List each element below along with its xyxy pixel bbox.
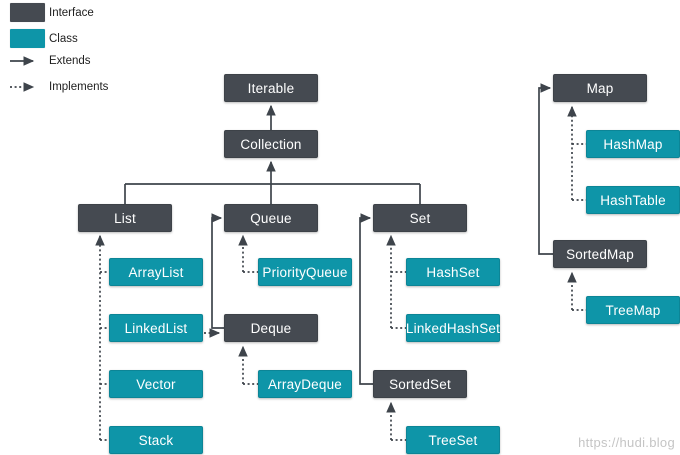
node-queue: Queue bbox=[224, 204, 318, 232]
node-list: List bbox=[78, 204, 172, 232]
node-collection: Collection bbox=[224, 130, 318, 158]
legend-implements-label: Implements bbox=[49, 81, 109, 93]
node-deque: Deque bbox=[224, 314, 318, 342]
node-treeset: TreeSet bbox=[406, 426, 500, 454]
node-arraylist: ArrayList bbox=[109, 258, 203, 286]
node-stack: Stack bbox=[109, 426, 203, 454]
legend-class-label: Class bbox=[49, 33, 78, 45]
node-vector: Vector bbox=[109, 370, 203, 398]
edge-sortedmap-extends-map bbox=[538, 83, 553, 255]
legend-class-swatch bbox=[10, 29, 45, 48]
watermark: https://hudi.blog bbox=[578, 435, 675, 450]
node-arraydeque: ArrayDeque bbox=[258, 370, 352, 398]
node-hashtable: HashTable bbox=[586, 186, 680, 214]
node-hashmap: HashMap bbox=[586, 130, 680, 158]
legend-extends-label: Extends bbox=[49, 55, 91, 67]
edge-deque-extends-queue bbox=[211, 213, 224, 329]
legend-interface-swatch bbox=[10, 3, 45, 22]
edge-sortedset-extends-set bbox=[359, 213, 373, 385]
node-hashset: HashSet bbox=[406, 258, 500, 286]
node-treemap: TreeMap bbox=[586, 296, 680, 324]
node-linkedlist: LinkedList bbox=[109, 314, 203, 342]
node-sortedset: SortedSet bbox=[373, 370, 467, 398]
node-iterable: Iterable bbox=[224, 74, 318, 102]
node-linkedhashset: LinkedHashSet bbox=[406, 314, 500, 342]
node-priorityqueue: PriorityQueue bbox=[258, 258, 352, 286]
node-set: Set bbox=[373, 204, 467, 232]
legend-interface-label: Interface bbox=[49, 7, 94, 19]
node-map: Map bbox=[553, 74, 647, 102]
node-sortedmap: SortedMap bbox=[553, 240, 647, 268]
